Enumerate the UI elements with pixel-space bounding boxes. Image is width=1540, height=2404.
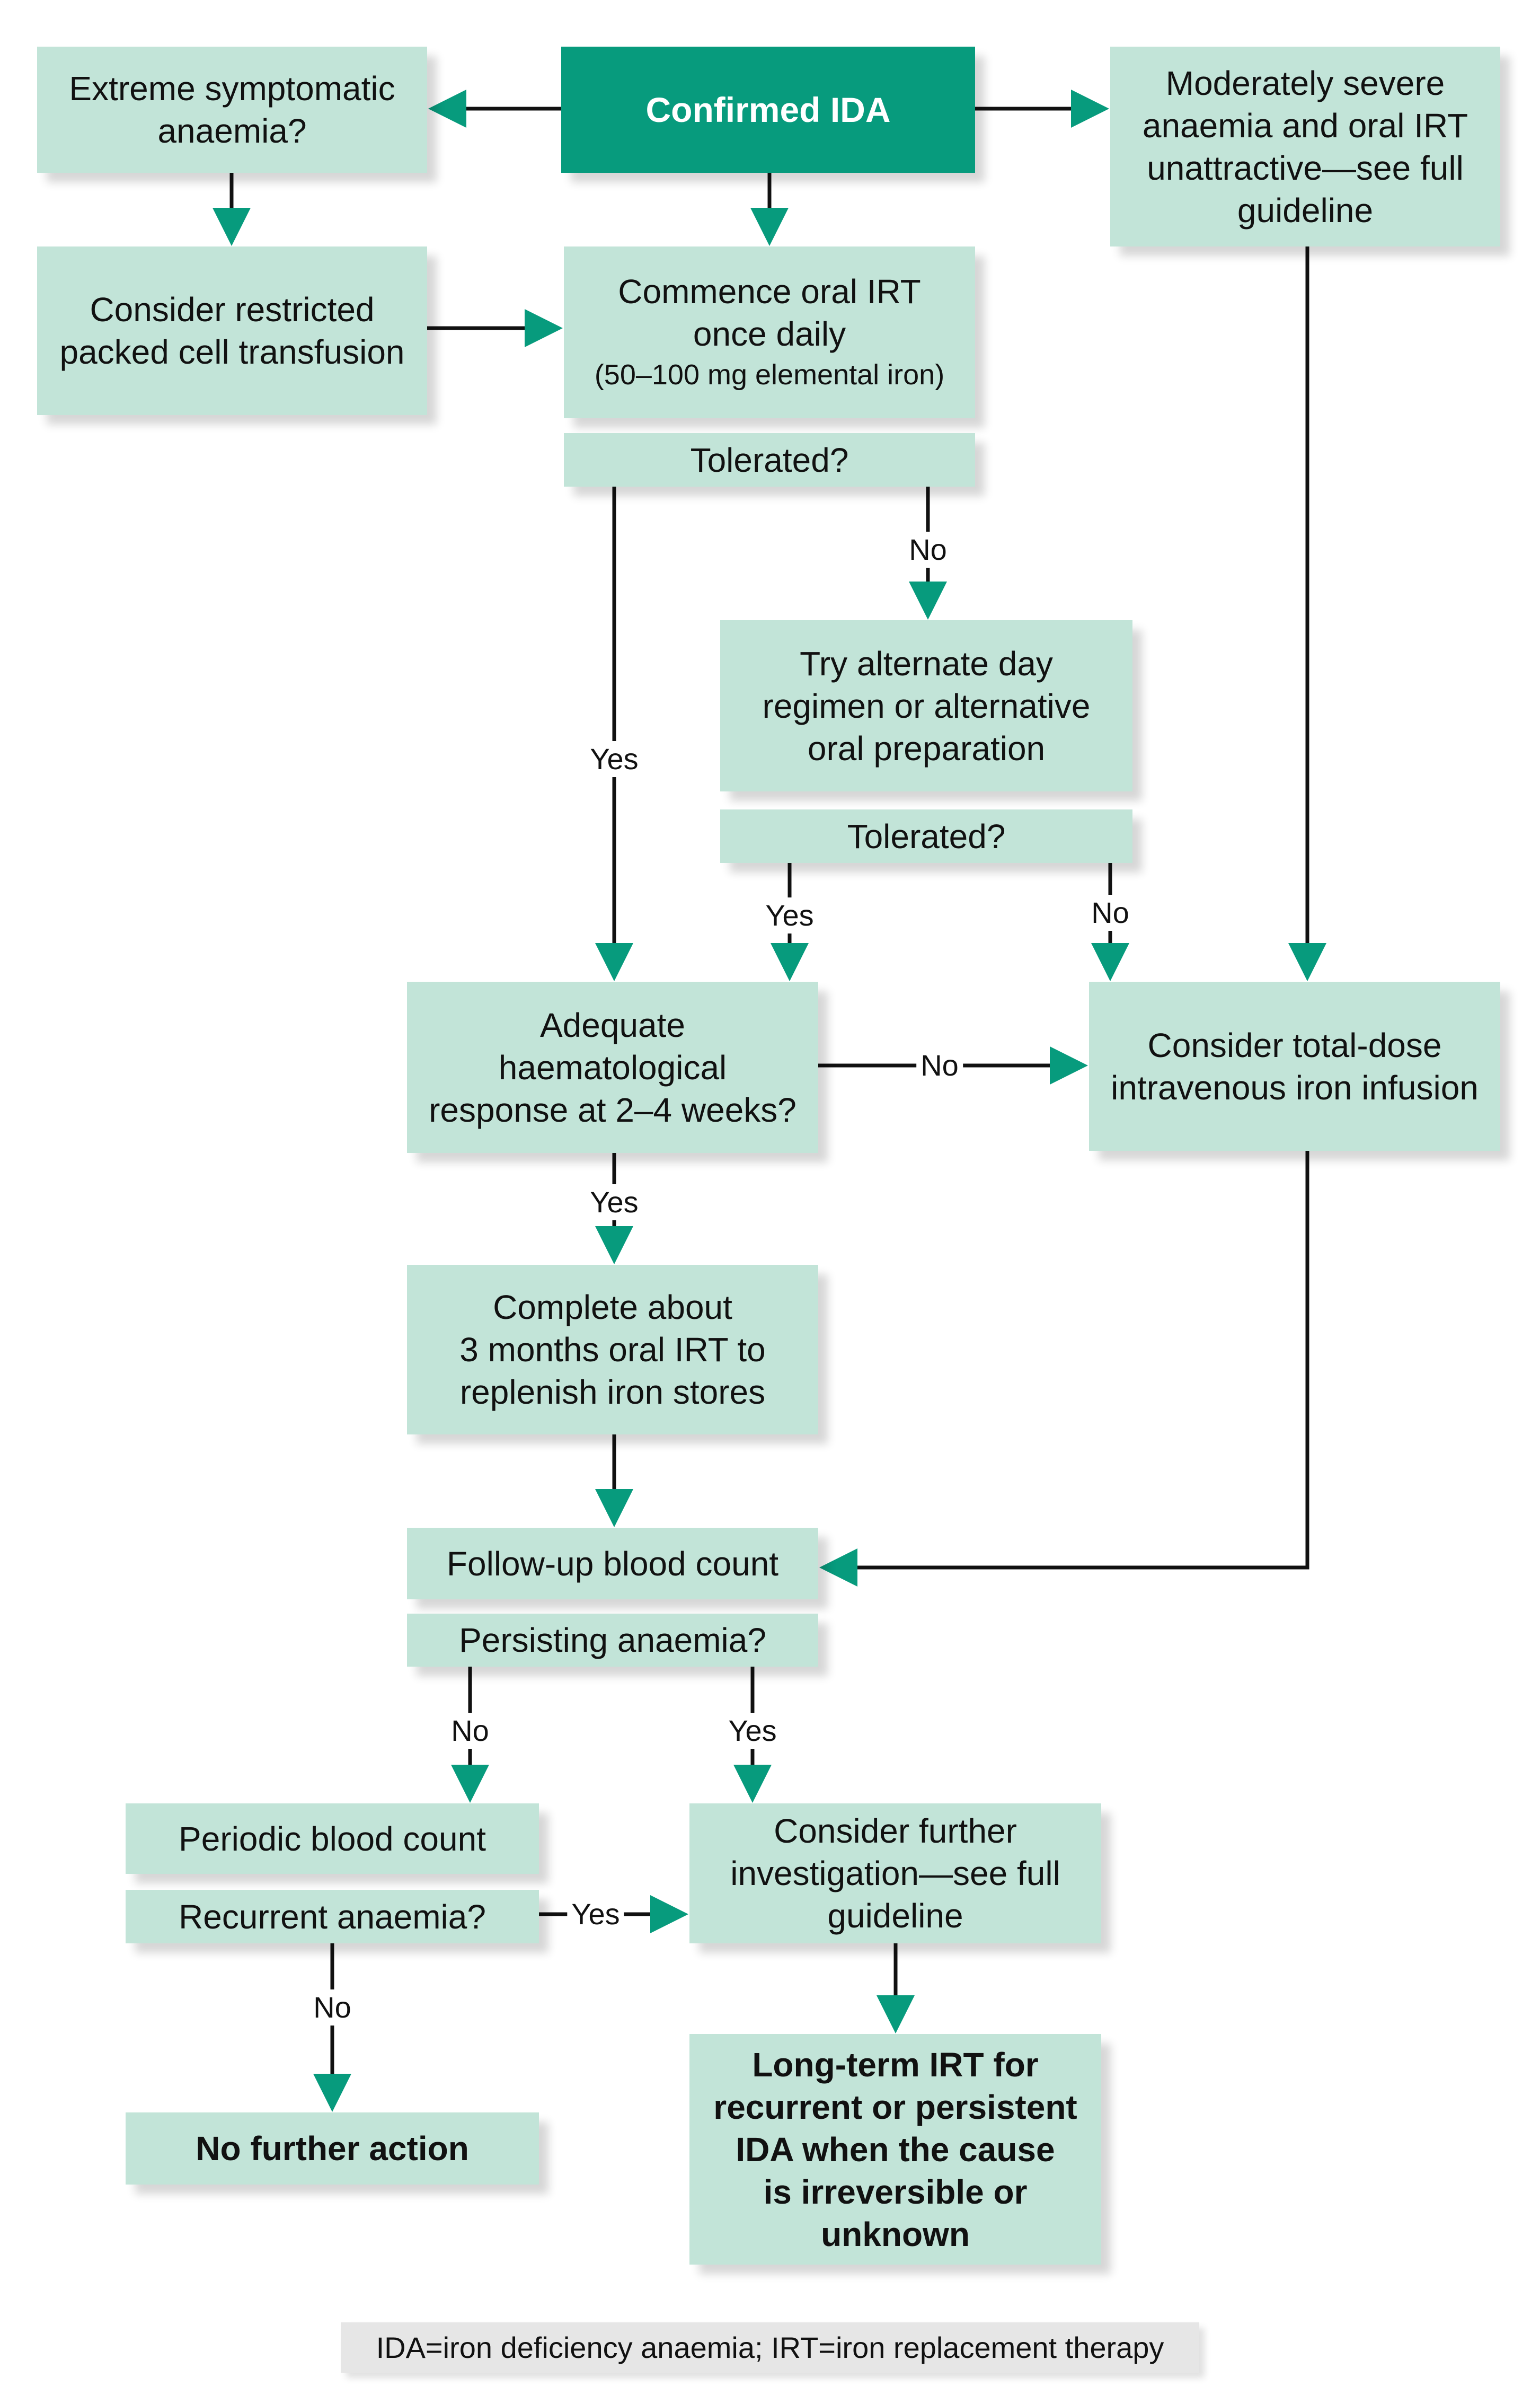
- tolerated-1-box: Tolerated?: [564, 433, 975, 487]
- tolerated-1-label: Tolerated?: [690, 441, 849, 479]
- commence-line-1: Commence oral IRT: [618, 272, 921, 311]
- restricted-line-1: Consider restricted: [90, 290, 375, 329]
- edge-label-tolerated1-yes: Yes: [586, 741, 643, 777]
- edge-confirmed-to-extreme-arrowhead: [428, 90, 466, 128]
- persisting-anaemia-box: Persisting anaemia?: [407, 1614, 818, 1667]
- edge-confirmed-to-commence-arrowhead: [750, 208, 789, 246]
- moderately-severe-box: Moderately severe anaemia and oral IRT u…: [1110, 47, 1500, 246]
- restricted-line-2: packed cell transfusion: [59, 333, 405, 371]
- edge-label-tolerated2-no: No: [1087, 895, 1134, 931]
- edge-recurrent-no-arrowhead: [313, 2074, 351, 2112]
- edge-tolerated2-yes-arrowhead: [771, 943, 809, 981]
- commence-dose: (50–100 mg elemental iron): [594, 359, 945, 391]
- followup-label: Follow-up blood count: [446, 1544, 779, 1583]
- edge-label-persisting-no: No: [447, 1713, 493, 1749]
- alternate-line-1: Try alternate day: [800, 644, 1053, 683]
- periodic-label: Periodic blood count: [179, 1819, 486, 1858]
- longterm-line-3: IDA when the cause: [736, 2130, 1055, 2169]
- edge-label-persisting-yes: Yes: [724, 1713, 781, 1749]
- adequate-response-box: Adequate haematological response at 2–4 …: [407, 982, 818, 1153]
- recurrent-anaemia-box: Recurrent anaemia?: [126, 1890, 539, 1943]
- total-dose-infusion-box: Consider total-dose intravenous iron inf…: [1089, 982, 1500, 1151]
- abbreviations-footnote: IDA=iron deficiency anaemia; IRT=iron re…: [341, 2322, 1199, 2373]
- complete-line-3: replenish iron stores: [459, 1373, 766, 1411]
- alternate-line-2: regimen or alternative: [762, 686, 1091, 725]
- edge-tolerated2-no-arrowhead: [1091, 943, 1129, 981]
- moderate-line-4: guideline: [1237, 191, 1374, 230]
- alternate-line-3: oral preparation: [807, 729, 1046, 768]
- edge-label-recurrent-no: No: [309, 1989, 356, 2026]
- commence-oral-irt-box: Commence oral IRT once daily (50–100 mg …: [564, 246, 975, 418]
- extreme-line-1: Extreme symptomatic: [69, 69, 395, 108]
- no-action-label: No further action: [196, 2129, 469, 2168]
- edge-total-dose-to-followup-arrowhead: [819, 1548, 857, 1587]
- complete-line-2: 3 months oral IRT to: [459, 1331, 766, 1369]
- extreme-anaemia-box: Extreme symptomatic anaemia?: [37, 47, 427, 173]
- longterm-line-4: is irreversible or: [763, 2172, 1028, 2211]
- edge-persisting-no-arrowhead: [451, 1765, 489, 1803]
- confirmed-line-1: Confirmed IDA: [645, 90, 891, 129]
- alternate-regimen-box: Try alternate day regimen or alternative…: [720, 620, 1132, 791]
- moderate-line-2: anaemia and oral IRT: [1142, 106, 1468, 145]
- edge-label-adequate-yes: Yes: [586, 1184, 643, 1220]
- edge-label-tolerated1-no: No: [905, 532, 951, 568]
- confirmed-ida-box: Confirmed IDA: [561, 47, 975, 173]
- edge-moderate-to-total-dose-arrowhead: [1288, 943, 1326, 981]
- edge-tolerated1-no-arrowhead: [909, 582, 947, 620]
- edge-label-adequate-no: No: [916, 1047, 963, 1084]
- adequate-line-3: response at 2–4 weeks?: [429, 1090, 796, 1129]
- edge-label-recurrent-yes: Yes: [567, 1896, 624, 1932]
- adequate-line-2: haematological: [498, 1048, 727, 1087]
- complete-oral-irt-box: Complete about 3 months oral IRT to repl…: [407, 1265, 818, 1434]
- extreme-line-2: anaemia?: [157, 112, 307, 150]
- further-line-3: guideline: [827, 1897, 963, 1935]
- total-dose-line-1: Consider total-dose: [1147, 1026, 1442, 1064]
- edge-further-to-longterm-arrowhead: [877, 1995, 915, 2033]
- edge-extreme-to-restricted-arrowhead: [213, 208, 251, 246]
- moderate-line-1: Moderately severe: [1165, 64, 1445, 102]
- tolerated-2-label: Tolerated?: [847, 817, 1006, 856]
- edge-label-tolerated2-yes: Yes: [761, 897, 818, 934]
- edge-adequate-no-arrowhead: [1050, 1046, 1088, 1085]
- followup-blood-count-box: Follow-up blood count: [407, 1528, 818, 1599]
- tolerated-2-box: Tolerated?: [720, 809, 1132, 863]
- longterm-line-1: Long-term IRT for: [752, 2045, 1039, 2084]
- edge-persisting-yes-arrowhead: [733, 1765, 772, 1803]
- further-line-1: Consider further: [774, 1812, 1017, 1850]
- longterm-line-5: unknown: [821, 2215, 970, 2253]
- persisting-label: Persisting anaemia?: [459, 1621, 766, 1659]
- further-line-2: investigation—see full: [730, 1854, 1060, 1892]
- edge-total-dose-to-followup: [857, 1151, 1309, 1570]
- long-term-irt-box: Long-term IRT for recurrent or persisten…: [689, 2034, 1101, 2265]
- edge-tolerated1-yes-arrowhead: [595, 943, 633, 981]
- restricted-transfusion-box: Consider restricted packed cell transfus…: [37, 246, 427, 415]
- edge-confirmed-to-moderate-arrowhead: [1071, 90, 1109, 128]
- complete-line-1: Complete about: [493, 1288, 732, 1326]
- total-dose-line-2: intravenous iron infusion: [1111, 1068, 1479, 1107]
- footnote-text: IDA=iron deficiency anaemia; IRT=iron re…: [376, 2330, 1164, 2364]
- recurrent-label: Recurrent anaemia?: [179, 1897, 486, 1936]
- commence-line-2: once daily: [693, 315, 846, 353]
- longterm-line-2: recurrent or persistent: [713, 2088, 1077, 2126]
- no-further-action-box: No further action: [126, 2112, 539, 2185]
- adequate-line-1: Adequate: [539, 1006, 686, 1044]
- edge-recurrent-yes-arrowhead: [650, 1895, 688, 1933]
- edge-complete-to-followup-arrowhead: [595, 1489, 633, 1527]
- further-investigation-box: Consider further investigation—see full …: [689, 1803, 1101, 1943]
- periodic-blood-count-box: Periodic blood count: [126, 1803, 539, 1874]
- edge-restricted-to-commence-arrowhead: [525, 309, 563, 347]
- moderate-line-3: unattractive—see full: [1147, 148, 1464, 187]
- edge-adequate-yes-arrowhead: [595, 1226, 633, 1264]
